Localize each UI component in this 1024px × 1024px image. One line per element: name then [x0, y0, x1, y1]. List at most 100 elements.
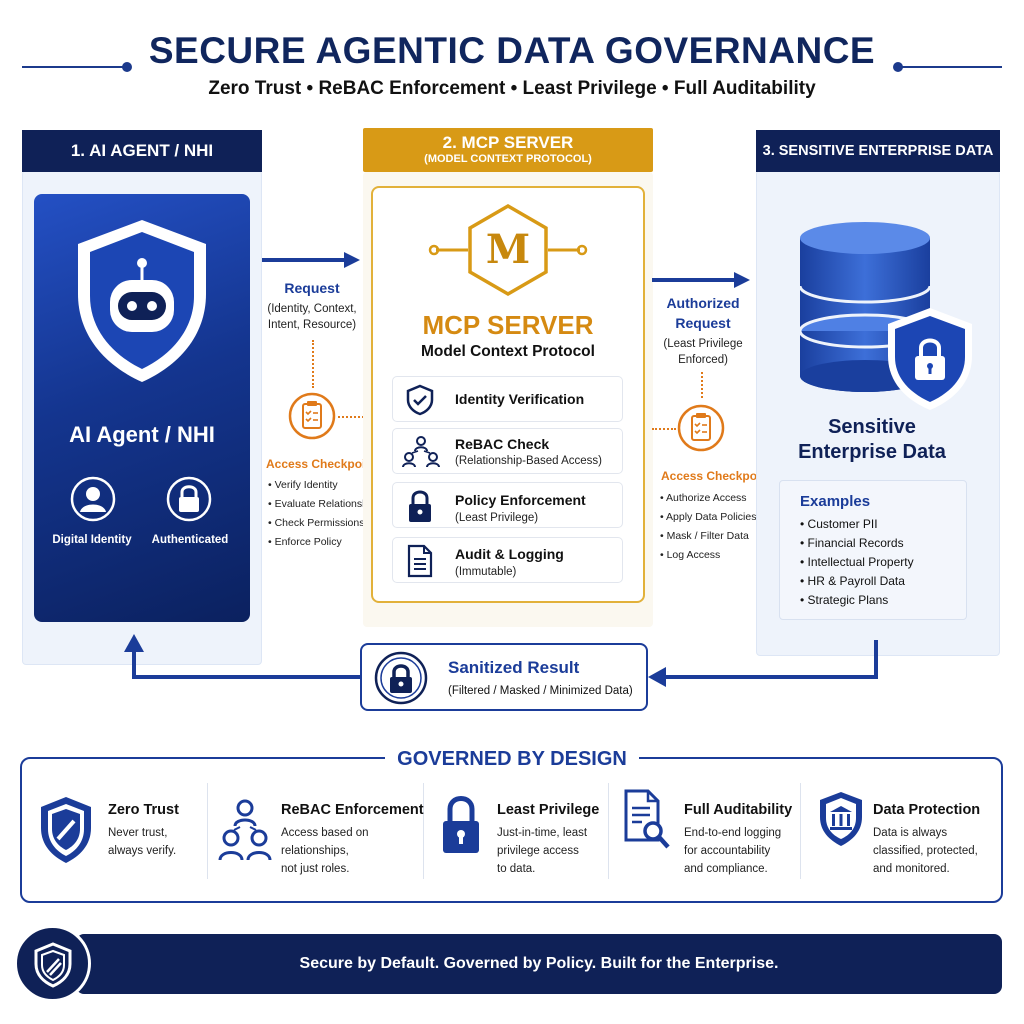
- governed-item-line: and monitored.: [873, 863, 950, 875]
- lock-icon: [443, 796, 479, 853]
- shield-check-icon: [406, 384, 434, 416]
- authorized-label-1: Authorized: [666, 295, 740, 311]
- authorized-detail-2: Enforced): [678, 354, 728, 366]
- governed-item-line: privilege access: [497, 845, 579, 857]
- title-dot-right: [893, 62, 903, 72]
- divider: [608, 783, 609, 879]
- divider: [207, 783, 208, 879]
- checkpoint-left-item: • Check Permissions: [268, 517, 365, 529]
- feature-policy-enforcement: Policy Enforcement (Least Privilege): [392, 482, 623, 528]
- shield-icon: [34, 942, 72, 988]
- shield-slash-icon: [41, 797, 91, 863]
- feature-subtitle: (Least Privilege): [455, 512, 539, 524]
- document-icon: [407, 544, 433, 578]
- feature-subtitle: (Immutable): [455, 566, 517, 578]
- divider: [423, 783, 424, 879]
- authorized-request-arrow: [652, 272, 750, 288]
- bank-shield-icon: [820, 792, 862, 846]
- feature-rebac-check: ReBAC Check (Relationship-Based Access): [392, 428, 623, 474]
- governed-item-line: Just-in-time, least: [497, 827, 588, 839]
- governed-item-title: Data Protection: [873, 802, 981, 818]
- checkpoint-connector-right-h: [652, 428, 676, 430]
- divider: [800, 783, 801, 879]
- governed-item-line: for accountability: [684, 845, 771, 857]
- example-item: • Customer PII: [800, 517, 878, 531]
- governed-item-line: End-to-end logging: [684, 827, 782, 839]
- relationship-icon: [402, 436, 440, 468]
- badge-digital-identity: Digital Identity: [52, 534, 132, 546]
- feature-subtitle: (Relationship-Based Access): [455, 455, 603, 467]
- governed-item-title: Least Privilege: [497, 802, 600, 818]
- checkpoint-connector-left-h: [338, 416, 368, 418]
- governed-item-title: ReBAC Enforcement: [281, 802, 424, 818]
- request-detail-2: Intent, Resource): [267, 319, 357, 331]
- data-title-2: Enterprise Data: [798, 441, 946, 463]
- agent-title: AI Agent / NHI: [69, 422, 215, 447]
- feature-title: ReBAC Check: [455, 436, 550, 452]
- feature-title: Identity Verification: [455, 391, 585, 407]
- audit-search-icon: [624, 789, 670, 849]
- clipboard-checklist-icon: [677, 404, 725, 452]
- checkpoint-right-item: • Mask / Filter Data: [660, 530, 749, 542]
- footer-text: Secure by Default. Governed by Policy. B…: [299, 955, 779, 972]
- clipboard-checklist-icon: [288, 392, 336, 440]
- feature-identity-verification: Identity Verification: [392, 376, 623, 422]
- governed-item-line: relationships,: [281, 845, 349, 857]
- governed-item-line: not just roles.: [281, 863, 350, 875]
- page-subtitle: Zero Trust • ReBAC Enforcement • Least P…: [208, 78, 816, 99]
- relationship-icon: [218, 799, 272, 861]
- mcp-logo-letter: M: [485, 226, 531, 273]
- mcp-title: MCP SERVER: [422, 310, 594, 340]
- agent-card: AI Agent / NHI Digital Identity Authenti…: [34, 194, 250, 622]
- badge-authenticated: Authenticated: [151, 534, 229, 546]
- governed-item-line: and compliance.: [684, 863, 768, 875]
- governed-item-title: Full Auditability: [684, 802, 793, 818]
- governed-item-line: Data is always: [873, 827, 948, 839]
- checkpoint-left-label: Access Checkpoint: [266, 457, 377, 471]
- sanitized-result-title: Sanitized Result: [448, 658, 580, 677]
- request-arrow: [262, 252, 360, 268]
- checkpoint-connector-right: [701, 372, 703, 398]
- title-dot-left: [122, 62, 132, 72]
- database-lock-icon: [798, 222, 972, 410]
- checkpoint-right-label: Access Checkpoint: [661, 469, 772, 483]
- example-item: • HR & Payroll Data: [800, 574, 905, 588]
- feature-audit-logging: Audit & Logging (Immutable): [392, 537, 623, 583]
- mcp-header: 2. MCP SERVER (MODEL CONTEXT PROTOCOL): [363, 128, 653, 172]
- checkpoint-right-item: • Authorize Access: [660, 492, 747, 504]
- governed-title: GOVERNED BY DESIGN: [385, 745, 639, 773]
- sanitized-result-box: Sanitized Result (Filtered / Masked / Mi…: [360, 643, 648, 711]
- page-title: SECURE AGENTIC DATA GOVERNANCE: [148, 30, 876, 71]
- example-item: • Strategic Plans: [800, 593, 889, 607]
- governed-item-line: classified, protected,: [873, 845, 978, 857]
- checkpoint-right-item: • Apply Data Policies: [660, 511, 757, 523]
- data-title-1: Sensitive: [828, 416, 916, 438]
- authorized-label-2: Request: [675, 315, 731, 331]
- request-detail-1: (Identity, Context,: [267, 303, 357, 315]
- title-rule-right: [898, 66, 1002, 68]
- authorized-detail-1: (Least Privilege: [663, 338, 743, 350]
- governed-item-title: Zero Trust: [108, 802, 179, 818]
- checkpoint-connector-left: [312, 340, 314, 388]
- checkpoint-left-item: • Enforce Policy: [268, 536, 342, 548]
- mcp-header-sub: (MODEL CONTEXT PROTOCOL): [424, 153, 592, 165]
- checkpoint-right-item: • Log Access: [660, 549, 721, 561]
- example-item: • Intellectual Property: [800, 555, 914, 569]
- examples-box: Examples • Customer PII • Financial Reco…: [779, 480, 967, 620]
- sanitized-return-flow: [124, 634, 878, 687]
- title-rule-left: [22, 66, 126, 68]
- request-label: Request: [284, 280, 340, 296]
- feature-title: Audit & Logging: [455, 546, 564, 562]
- feature-title: Policy Enforcement: [455, 492, 586, 508]
- robot-shield-icon: [78, 220, 206, 382]
- sanitized-result-sub: (Filtered / Masked / Minimized Data): [448, 685, 633, 697]
- governed-item-line: always verify.: [108, 845, 177, 857]
- example-item: • Financial Records: [800, 536, 904, 550]
- footer-banner: Secure by Default. Governed by Policy. B…: [76, 934, 1002, 994]
- checkpoint-left-item: • Verify Identity: [268, 479, 338, 491]
- examples-title: Examples: [800, 493, 871, 510]
- governed-item-line: Access based on: [281, 827, 369, 839]
- user-icon: [70, 476, 116, 522]
- agent-header: 1. AI AGENT / NHI: [22, 130, 262, 172]
- mcp-header-title: 2. MCP SERVER: [442, 133, 574, 152]
